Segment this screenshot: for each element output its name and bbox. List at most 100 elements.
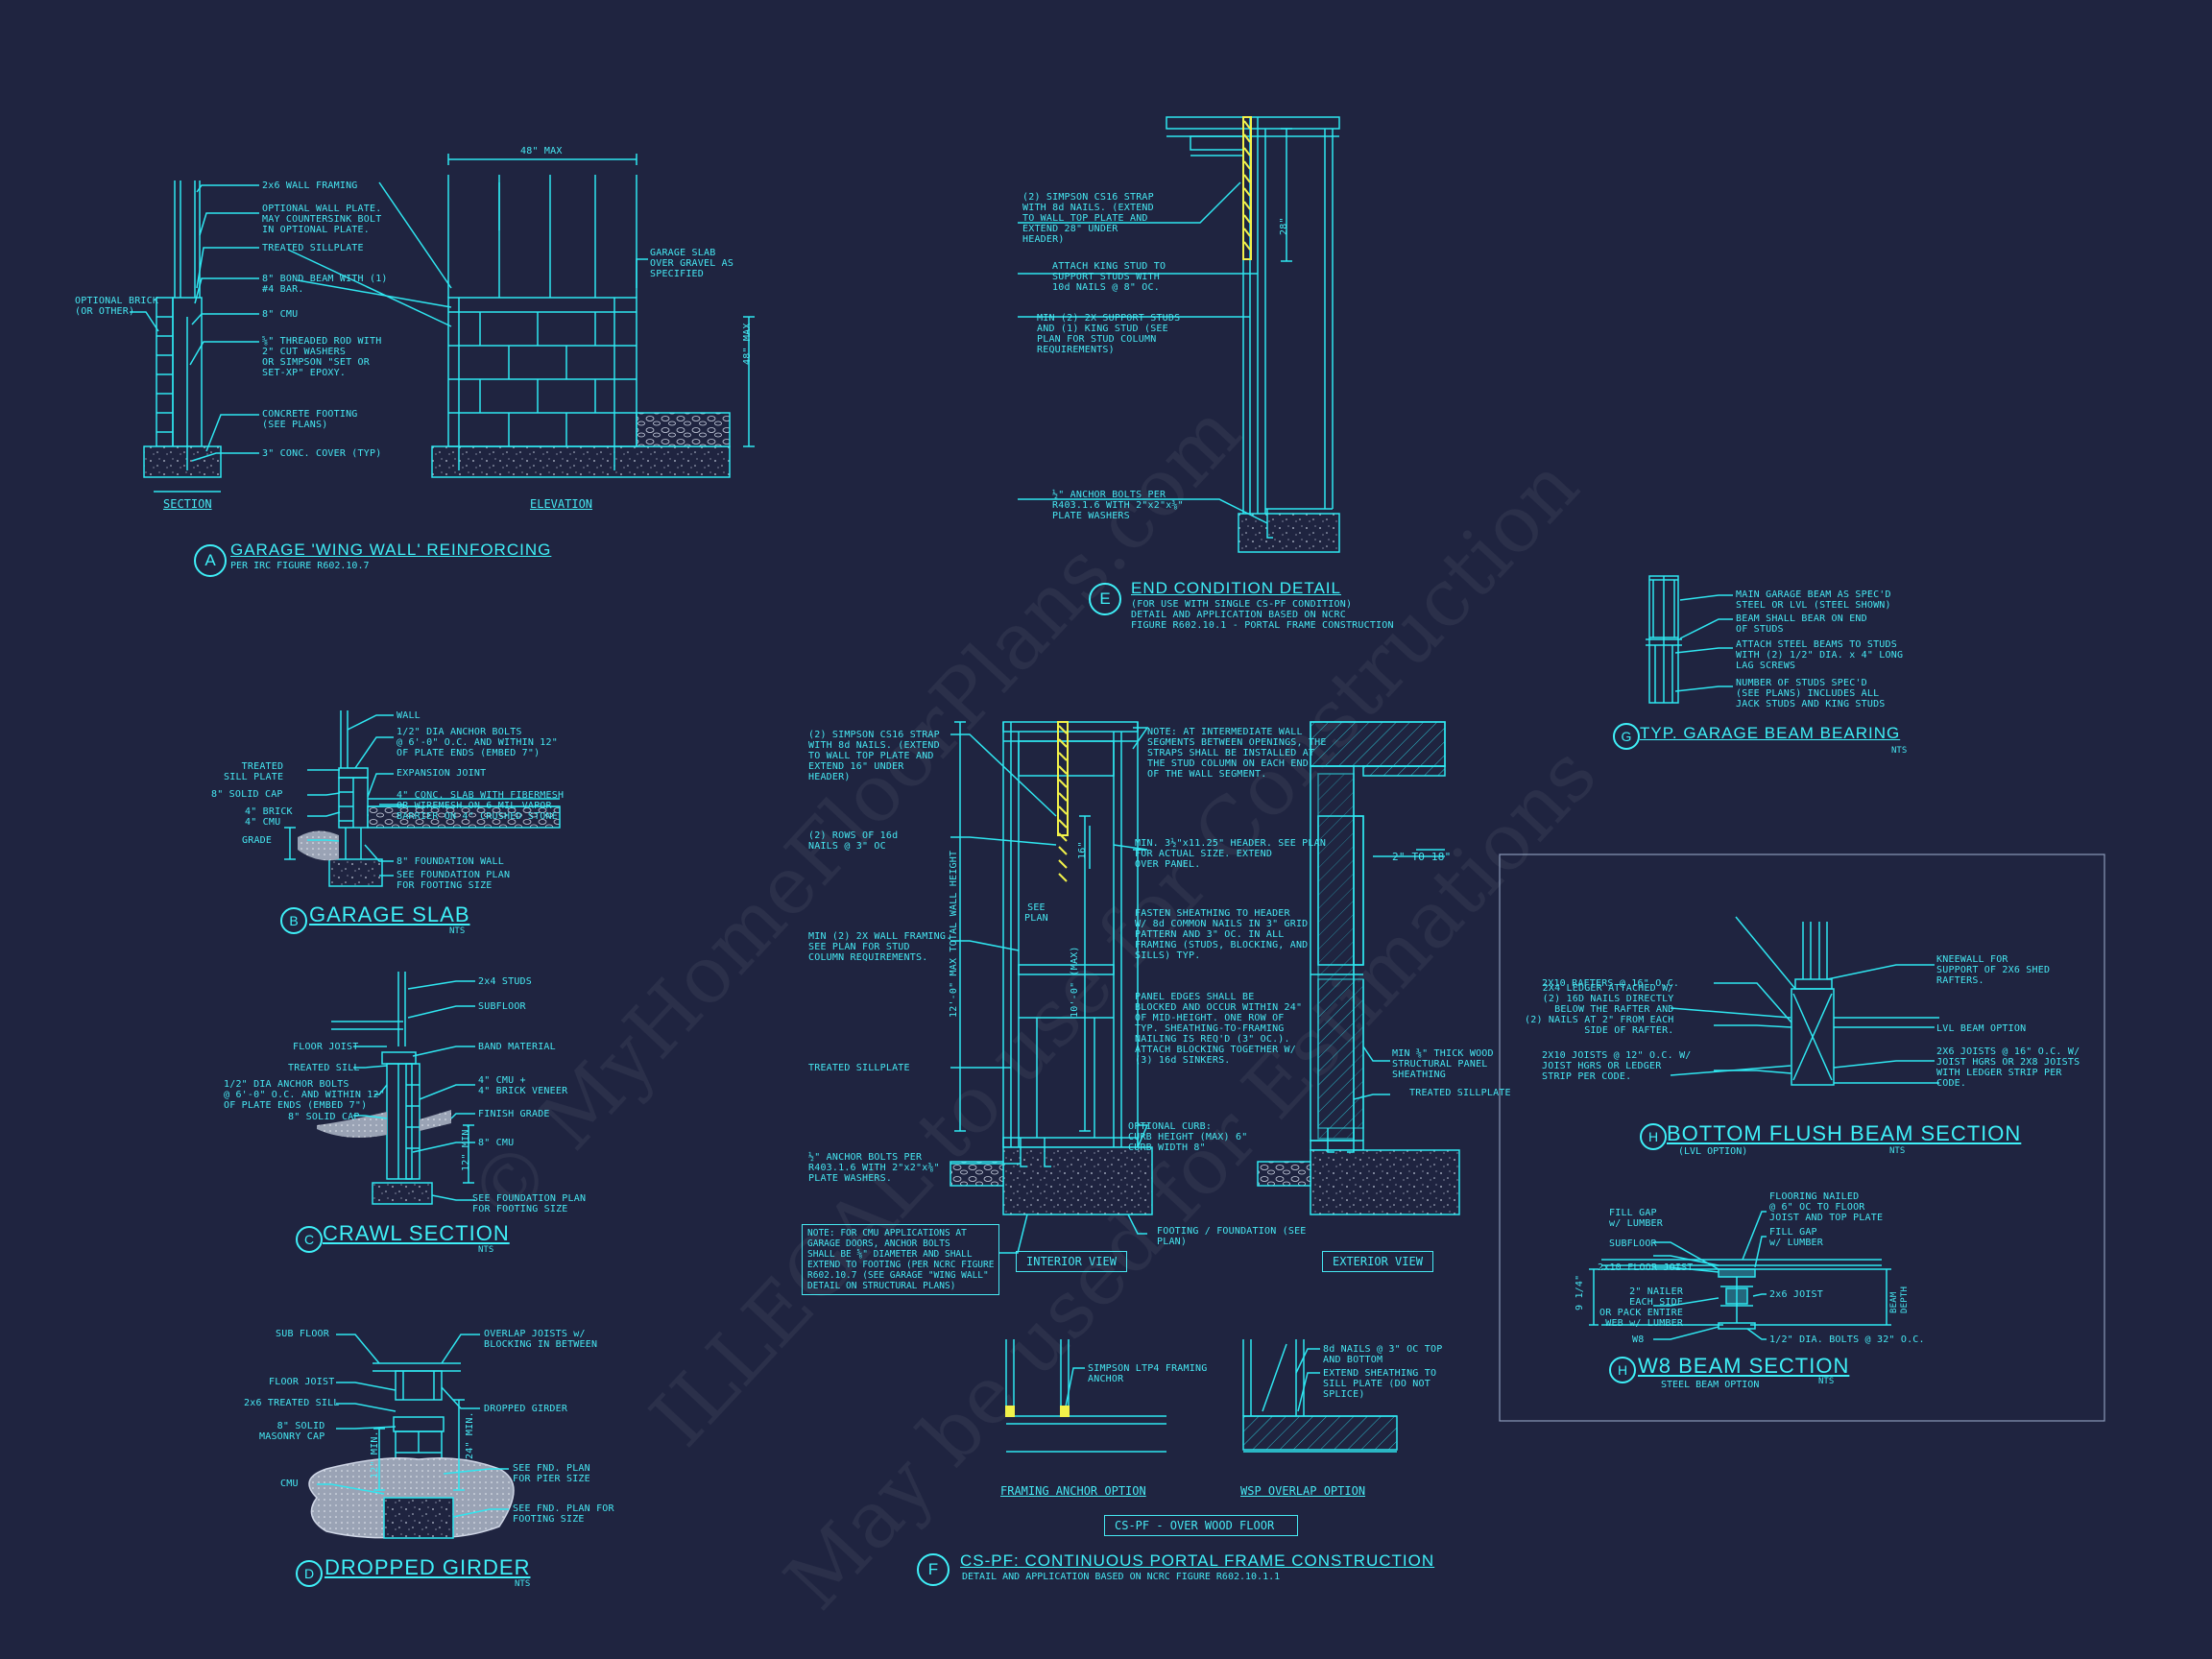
- e-bubble: E: [1089, 583, 1121, 615]
- c-right-note-6: 8" CMU: [478, 1138, 515, 1148]
- h1-subtitle: (LVL OPTION): [1678, 1146, 1748, 1157]
- c-left-note-4: 8" SOLID CAP: [288, 1112, 360, 1122]
- f-center-note-3: FASTEN SHEATHING TO HEADER W/ 8d COMMON …: [1135, 908, 1309, 961]
- h2-subtitle: STEEL BEAM OPTION: [1661, 1380, 1760, 1390]
- h1-left-note-2: 2X4 LEDGER ATTACHED W/ (2) 16D NAILS DIR…: [1525, 983, 1674, 1036]
- c-nts: NTS: [478, 1245, 494, 1255]
- f-framing-anchor-note: SIMPSON LTP4 FRAMING ANCHOR: [1088, 1363, 1208, 1384]
- a-note-5: 8" CMU: [262, 309, 299, 320]
- d-left-note-5: CMU: [280, 1479, 299, 1489]
- g-bubble: G: [1613, 723, 1640, 750]
- f-subtitle: DETAIL AND APPLICATION BASED ON NCRC FIG…: [962, 1572, 1281, 1582]
- h2-dim-right: BEAM DEPTH: [1889, 1286, 1910, 1313]
- d-left-note-4: 8" SOLID MASONRY CAP: [259, 1421, 325, 1442]
- c-title: CRAWL SECTION: [323, 1221, 510, 1245]
- f-center-note-5: OPTIONAL CURB: CURB HEIGHT (MAX) 6" CURB…: [1128, 1121, 1248, 1153]
- c-right-note-1: 2x4 STUDS: [478, 976, 532, 987]
- d-title: DROPPED GIRDER: [325, 1555, 531, 1579]
- f-left-note-2: (2) ROWS OF 16d NAILS @ 3" OC: [808, 830, 899, 852]
- e-note-4: ½" ANCHOR BOLTS PER R403.1.6 WITH 2"x2"x…: [1052, 490, 1184, 521]
- f-wsp-note: 8d NAILS @ 3" OC TOP AND BOTTOM: [1323, 1344, 1443, 1365]
- a-note-3: TREATED SILLPLATE: [262, 243, 364, 253]
- h1-right-note-2: LVL BEAM OPTION: [1936, 1023, 2027, 1034]
- h1-nts: NTS: [1889, 1146, 1906, 1156]
- f-title: CS-PF: CONTINUOUS PORTAL FRAME CONSTRUCT…: [960, 1551, 1435, 1570]
- f-framing-anchor-label: FRAMING ANCHOR OPTION: [1000, 1484, 1146, 1498]
- a-note-8: 3" CONC. COVER (TYP): [262, 448, 382, 459]
- f-see-plan: SEE PLAN: [1024, 902, 1048, 924]
- b-title: GARAGE SLAB: [309, 902, 470, 926]
- f-exterior-view: EXTERIOR VIEW: [1322, 1251, 1433, 1272]
- a-left-note: OPTIONAL BRICK (OR OTHER): [75, 296, 159, 317]
- f-dim-header: 16": [1077, 841, 1088, 859]
- h1-right-note-1: KNEEWALL FOR SUPPORT OF 2X6 SHED RAFTERS…: [1936, 954, 2051, 986]
- e-title: END CONDITION DETAIL: [1131, 579, 1341, 597]
- f-wsp-note-2: EXTEND SHEATHING TO SILL PLATE (DO NOT S…: [1323, 1368, 1437, 1400]
- c-right-note-5: FINISH GRADE: [478, 1109, 550, 1119]
- d-right-note-3: SEE FND. PLAN FOR PIER SIZE: [513, 1463, 590, 1484]
- c-right-note-2: SUBFLOOR: [478, 1001, 526, 1012]
- c-dim: 12" MIN.: [461, 1123, 471, 1171]
- h1-left-note-3: 2X10 JOISTS @ 12" O.C. W/ JOIST HGRS OR …: [1542, 1050, 1692, 1082]
- d-bubble: D: [296, 1560, 323, 1587]
- h2-right-note-1: FLOORING NAILED @ 6" OC TO FLOOR JOIST A…: [1769, 1191, 1884, 1223]
- f-center-note-2: MIN. 3½"x11.25" HEADER. SEE PLAN FOR ACT…: [1135, 838, 1327, 870]
- f-interior-view: INTERIOR VIEW: [1016, 1251, 1127, 1272]
- c-left-note-1: FLOOR JOIST: [293, 1042, 359, 1052]
- a-dim-top: 48" MAX: [520, 146, 563, 156]
- h2-right-note-2: FILL GAP w/ LUMBER: [1769, 1227, 1823, 1248]
- d-right-note-4: SEE FND. PLAN FOR FOOTING SIZE: [513, 1503, 614, 1525]
- b-right-note-3: EXPANSION JOINT: [397, 768, 487, 779]
- e-note-2: ATTACH KING STUD TO SUPPORT STUDS WITH 1…: [1052, 261, 1166, 293]
- f-wsp-label: WSP OVERLAP OPTION: [1240, 1484, 1366, 1498]
- a-note-6: ⅝" THREADED ROD WITH 2" CUT WASHERS OR S…: [262, 336, 382, 378]
- c-left-note-3: 1/2" DIA ANCHOR BOLTS @ 6'-0" O.C. AND W…: [224, 1079, 385, 1111]
- h2-left-note-3: 2x10 FLOOR JOIST: [1598, 1262, 1694, 1273]
- a-subtitle: PER IRC FIGURE R602.10.7: [230, 561, 370, 571]
- h2-bubble: H: [1609, 1357, 1636, 1383]
- b-right-note-4: 4" CONC. SLAB WITH FIBERMESH OR WIREMESH…: [397, 790, 565, 822]
- g-nts: NTS: [1891, 746, 1908, 756]
- f-center-note-1: NOTE: AT INTERMEDIATE WALL SEGMENTS BETW…: [1147, 727, 1327, 780]
- f-right-note-1: 2" TO 18": [1392, 851, 1452, 863]
- f-center-note-4: PANEL EDGES SHALL BE BLOCKED AND OCCUR W…: [1135, 992, 1303, 1066]
- b-nts: NTS: [449, 926, 466, 936]
- b-left-note-1: TREATED SILL PLATE: [224, 761, 284, 782]
- b-right-note-2: 1/2" DIA ANCHOR BOLTS @ 6'-0" O.C. AND W…: [397, 727, 558, 758]
- f-left-note-3: MIN (2) 2X WALL FRAMING. SEE PLAN FOR ST…: [808, 931, 952, 963]
- g-note-2: BEAM SHALL BEAR ON END OF STUDS: [1736, 613, 1867, 635]
- a-right-note: GARAGE SLAB OVER GRAVEL AS SPECIFIED: [650, 248, 734, 279]
- f-left-note-5: ½" ANCHOR BOLTS PER R403.1.6 WITH 2"x2"x…: [808, 1152, 940, 1184]
- d-dim-a: 12" MIN.: [370, 1431, 380, 1479]
- d-right-note-1: OVERLAP JOISTS w/ BLOCKING IN BETWEEN: [484, 1329, 598, 1350]
- f-bubble: F: [917, 1553, 950, 1586]
- f-right-note-2: MIN ⅜" THICK WOOD STRUCTURAL PANEL SHEAT…: [1392, 1048, 1494, 1080]
- f-dim-height: 12'-0" MAX TOTAL WALL HEIGHT: [949, 850, 959, 1018]
- e-subtitle: (FOR USE WITH SINGLE CS-PF CONDITION) DE…: [1131, 599, 1394, 631]
- c-left-note-2: TREATED SILL: [288, 1063, 360, 1073]
- a-dim-side: 48" MAX: [742, 323, 753, 365]
- a-title: GARAGE 'WING WALL' REINFORCING: [230, 541, 552, 559]
- c-right-note-4: 4" CMU + 4" BRICK VENEER: [478, 1075, 568, 1096]
- h2-right-note-3: 2x6 JOIST: [1769, 1289, 1823, 1300]
- b-right-note-5: 8" FOUNDATION WALL: [397, 856, 504, 867]
- c-right-note-7: SEE FOUNDATION PLAN FOR FOOTING SIZE: [472, 1193, 587, 1214]
- e-dim: 28": [1279, 217, 1289, 235]
- c-right-note-3: BAND MATERIAL: [478, 1042, 556, 1052]
- f-right-note-3: TREATED SILLPLATE: [1409, 1088, 1511, 1098]
- g-note-1: MAIN GARAGE BEAM AS SPEC'D STEEL OR LVL …: [1736, 589, 1891, 611]
- f-center-note-6: FOOTING / FOUNDATION (SEE PLAN): [1157, 1226, 1307, 1247]
- h2-left-note-1: FILL GAP w/ LUMBER: [1609, 1208, 1663, 1229]
- h2-title: W8 BEAM SECTION: [1638, 1354, 1850, 1378]
- a-bubble: A: [194, 544, 227, 577]
- f-over-wood-label: CS-PF - OVER WOOD FLOOR: [1104, 1515, 1298, 1536]
- d-left-note-1: SUB FLOOR: [276, 1329, 329, 1339]
- h2-dim-left: 9 1/4": [1575, 1274, 1585, 1310]
- g-title: TYP. GARAGE BEAM BEARING: [1640, 724, 1901, 742]
- a-section-label: SECTION: [163, 497, 212, 511]
- d-dim-b: 24" MIN.: [465, 1411, 475, 1459]
- f-left-note-1: (2) SIMPSON CS16 STRAP WITH 8d NAILS. (E…: [808, 730, 940, 782]
- h1-right-note-3: 2X6 JOISTS @ 16" O.C. W/ JOIST HGRS OR 2…: [1936, 1046, 2080, 1089]
- h1-title: BOTTOM FLUSH BEAM SECTION: [1667, 1121, 2022, 1145]
